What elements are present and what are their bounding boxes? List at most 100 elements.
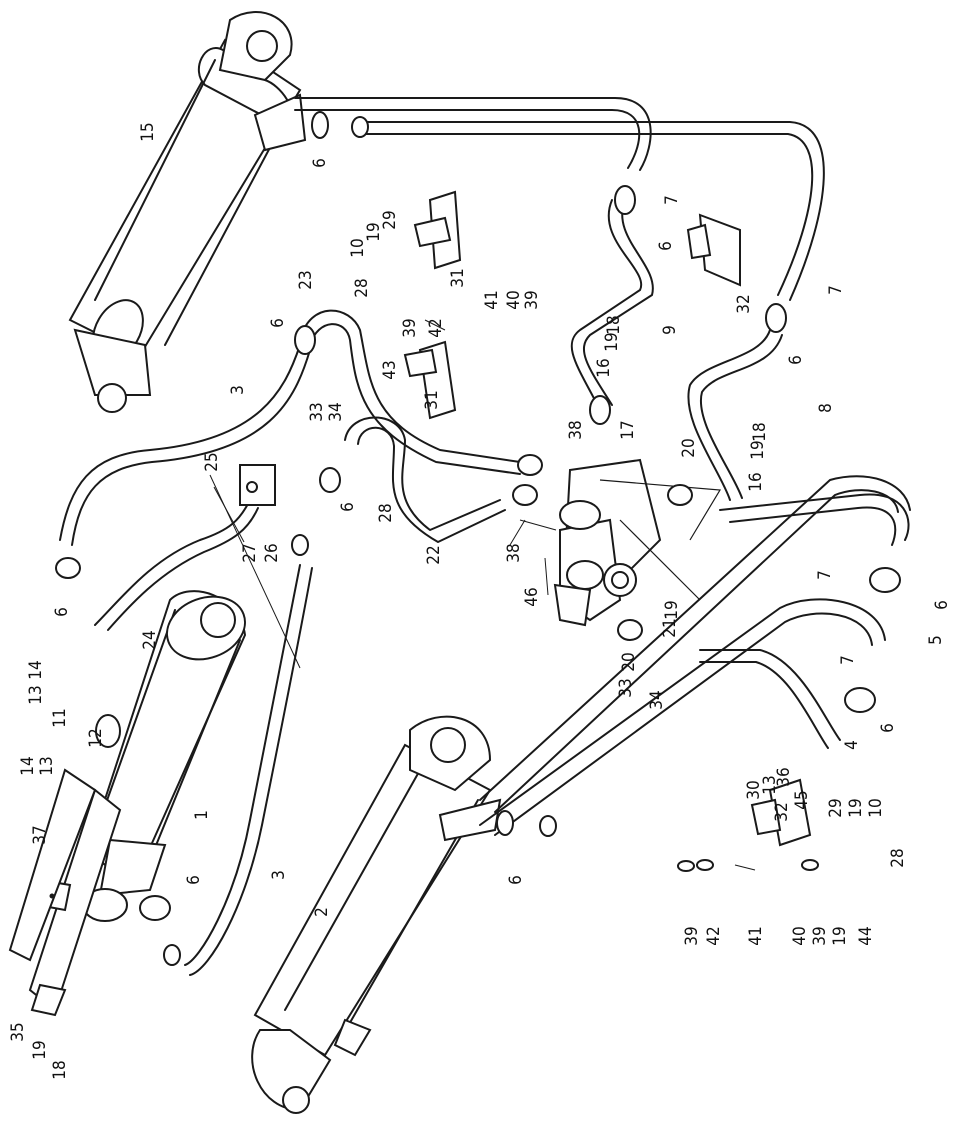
part-label-18: 18 xyxy=(50,1060,70,1079)
part-label-27: 27 xyxy=(240,543,260,562)
part-label-9: 9 xyxy=(660,325,680,335)
part-label-46: 46 xyxy=(522,587,542,606)
part-label-37: 37 xyxy=(30,825,50,844)
part-label-12: 12 xyxy=(86,728,106,747)
part-label-18: 18 xyxy=(750,422,770,441)
part-label-39: 39 xyxy=(682,926,702,945)
part-label-26: 26 xyxy=(262,543,282,562)
part-label-19: 19 xyxy=(748,440,768,459)
valve-block xyxy=(553,458,722,627)
part-label-10: 10 xyxy=(866,798,886,817)
part-label-28: 28 xyxy=(888,848,908,867)
part-label-31: 31 xyxy=(448,268,468,287)
part-label-15: 15 xyxy=(138,122,158,141)
part-label-2: 2 xyxy=(312,907,332,917)
part-label-29: 29 xyxy=(380,210,400,229)
part-label-43: 43 xyxy=(380,360,400,379)
part-label-6: 6 xyxy=(268,318,288,328)
part-label-33: 33 xyxy=(307,402,327,421)
part-label-28: 28 xyxy=(376,503,396,522)
part-label-6: 6 xyxy=(656,241,676,251)
part-label-33: 33 xyxy=(616,678,636,697)
part-label-19: 19 xyxy=(662,600,682,619)
bracket-32-bottom xyxy=(750,778,812,847)
part-label-34: 34 xyxy=(326,402,346,421)
part-label-6: 6 xyxy=(52,607,72,617)
part-label-6: 6 xyxy=(932,600,952,610)
cylinder-2 xyxy=(251,715,502,1114)
part-label-38: 38 xyxy=(566,420,586,439)
part-label-40: 40 xyxy=(790,926,810,945)
part-label-39: 39 xyxy=(810,926,830,945)
part-label-6: 6 xyxy=(878,723,898,733)
part-label-4: 4 xyxy=(842,740,862,750)
part-label-6: 6 xyxy=(338,502,358,512)
part-label-34: 34 xyxy=(647,690,667,709)
part-label-3: 3 xyxy=(269,870,289,880)
part-label-38: 38 xyxy=(504,543,524,562)
part-label-18: 18 xyxy=(604,315,624,334)
part-label-19: 19 xyxy=(30,1040,50,1059)
part-label-14: 14 xyxy=(18,756,38,775)
part-label-39: 39 xyxy=(400,318,420,337)
part-label-16: 16 xyxy=(746,472,766,491)
part-label-10: 10 xyxy=(348,238,368,257)
part-label-11: 11 xyxy=(50,708,70,727)
part-label-22: 22 xyxy=(424,545,444,564)
part-label-41: 41 xyxy=(482,290,502,309)
part-label-24: 24 xyxy=(140,630,160,649)
part-label-19: 19 xyxy=(846,798,866,817)
part-label-5: 5 xyxy=(926,635,946,645)
part-label-35: 35 xyxy=(8,1022,28,1041)
part-label-19: 19 xyxy=(364,222,384,241)
hoses xyxy=(59,97,911,976)
part-label-13: 13 xyxy=(37,756,57,775)
leader-lines xyxy=(209,319,756,871)
part-label-14: 14 xyxy=(26,660,46,679)
part-label-6: 6 xyxy=(506,875,526,885)
part-label-7: 7 xyxy=(662,195,682,205)
part-label-7: 7 xyxy=(815,570,835,580)
frame-35 xyxy=(8,768,122,1017)
block-25 xyxy=(239,464,276,506)
part-label-3: 3 xyxy=(228,385,248,395)
part-label-45: 45 xyxy=(792,790,812,809)
part-label-7: 7 xyxy=(838,655,858,665)
bracket-31-top xyxy=(413,190,462,270)
part-label-29: 29 xyxy=(826,798,846,817)
part-label-6: 6 xyxy=(184,875,204,885)
part-label-28: 28 xyxy=(352,278,372,297)
part-label-25: 25 xyxy=(202,452,222,471)
part-label-30: 30 xyxy=(744,780,764,799)
part-label-23: 23 xyxy=(296,270,316,289)
part-label-41: 41 xyxy=(746,926,766,945)
cylinder-15 xyxy=(68,11,307,413)
part-label-42: 42 xyxy=(704,926,724,945)
part-label-36: 36 xyxy=(774,767,794,786)
part-label-31: 31 xyxy=(422,390,442,409)
part-label-16: 16 xyxy=(594,358,614,377)
part-label-6: 6 xyxy=(786,355,806,365)
part-label-20: 20 xyxy=(619,652,639,671)
flange-fittings xyxy=(55,111,901,966)
part-label-6: 6 xyxy=(310,158,330,168)
part-label-8: 8 xyxy=(816,403,836,413)
part-label-7: 7 xyxy=(826,285,846,295)
part-label-32: 32 xyxy=(772,802,792,821)
bracket-31-mid xyxy=(403,340,457,420)
part-label-42: 42 xyxy=(426,318,446,337)
part-label-32: 32 xyxy=(734,294,754,313)
part-label-44: 44 xyxy=(856,926,876,945)
part-label-17: 17 xyxy=(618,420,638,439)
part-label-19: 19 xyxy=(830,926,850,945)
part-label-13: 13 xyxy=(760,775,780,794)
cylinder-1 xyxy=(82,590,247,922)
bracket-32-top xyxy=(686,213,741,287)
part-label-39: 39 xyxy=(522,290,542,309)
part-label-20: 20 xyxy=(679,438,699,457)
part-label-21: 21 xyxy=(660,618,680,637)
part-label-13: 13 xyxy=(26,685,46,704)
part-label-40: 40 xyxy=(504,290,524,309)
